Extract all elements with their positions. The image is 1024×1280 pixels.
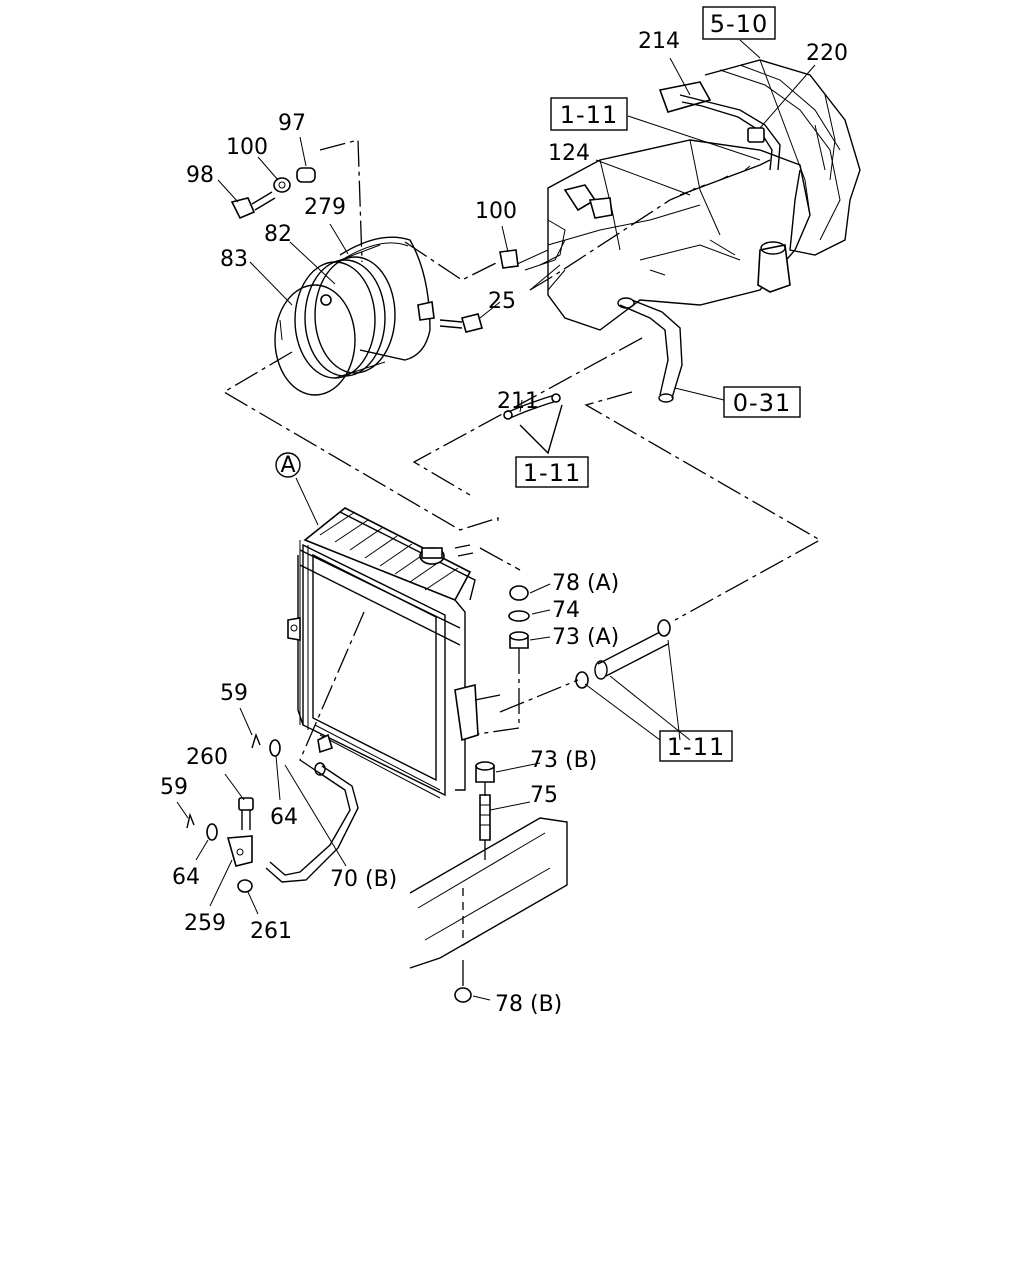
radiator-circle-marker (275, 452, 301, 478)
ref-0-31: 0-31 (733, 389, 791, 417)
callout-124: 124 (548, 141, 590, 166)
ref-1-11-bottom: 1-11 (667, 733, 725, 761)
callout-59-lower: 59 (160, 775, 188, 800)
callout-74: 74 (552, 598, 580, 623)
callout-97: 97 (278, 111, 306, 136)
callout-64-right: 64 (270, 805, 298, 830)
small-parts (186, 167, 671, 1003)
callout-75: 75 (530, 783, 558, 808)
engine-transmission-assembly (514, 59, 861, 403)
callout-100-top: 100 (226, 135, 268, 160)
callout-259: 259 (184, 911, 226, 936)
callout-214: 214 (638, 29, 680, 54)
callout-78a: 78 (A) (552, 571, 619, 596)
callout-220: 220 (806, 41, 848, 66)
ref-box-1-11-bottom (659, 730, 733, 762)
callout-labels: 214 220 124 97 100 98 279 82 83 100 25 2… (160, 29, 848, 1017)
callout-260: 260 (186, 745, 228, 770)
ref-5-10: 5-10 (710, 10, 768, 38)
ref-1-11-top: 1-11 (560, 101, 618, 129)
callout-64-left: 64 (172, 865, 200, 890)
callout-100-mid: 100 (475, 199, 517, 224)
callout-70b: 70 (B) (330, 867, 397, 892)
callout-A: A (280, 453, 295, 478)
callout-73a: 73 (A) (552, 625, 619, 650)
ref-box-5-10 (702, 6, 776, 40)
fan-shroud-assembly (274, 236, 435, 396)
radiator-assembly (287, 507, 501, 799)
callout-279: 279 (304, 195, 346, 220)
callout-25: 25 (488, 289, 516, 314)
callout-98: 98 (186, 163, 214, 188)
connection-lines (222, 139, 822, 990)
callout-261: 261 (250, 919, 292, 944)
ref-box-1-11-top (550, 97, 628, 131)
ref-box-0-31 (723, 386, 801, 418)
callout-73b: 73 (B) (530, 748, 597, 773)
callout-59-upper: 59 (220, 681, 248, 706)
callout-211: 211 (497, 389, 539, 414)
callout-78b: 78 (B) (495, 992, 562, 1017)
ref-box-1-11-mid (515, 456, 589, 488)
callout-82: 82 (264, 222, 292, 247)
callout-83: 83 (220, 247, 248, 272)
leader-lines (176, 39, 816, 1001)
ref-1-11-mid: 1-11 (523, 459, 581, 487)
reference-boxes: 5-10 1-11 0-31 1-11 1-11 (515, 6, 801, 762)
